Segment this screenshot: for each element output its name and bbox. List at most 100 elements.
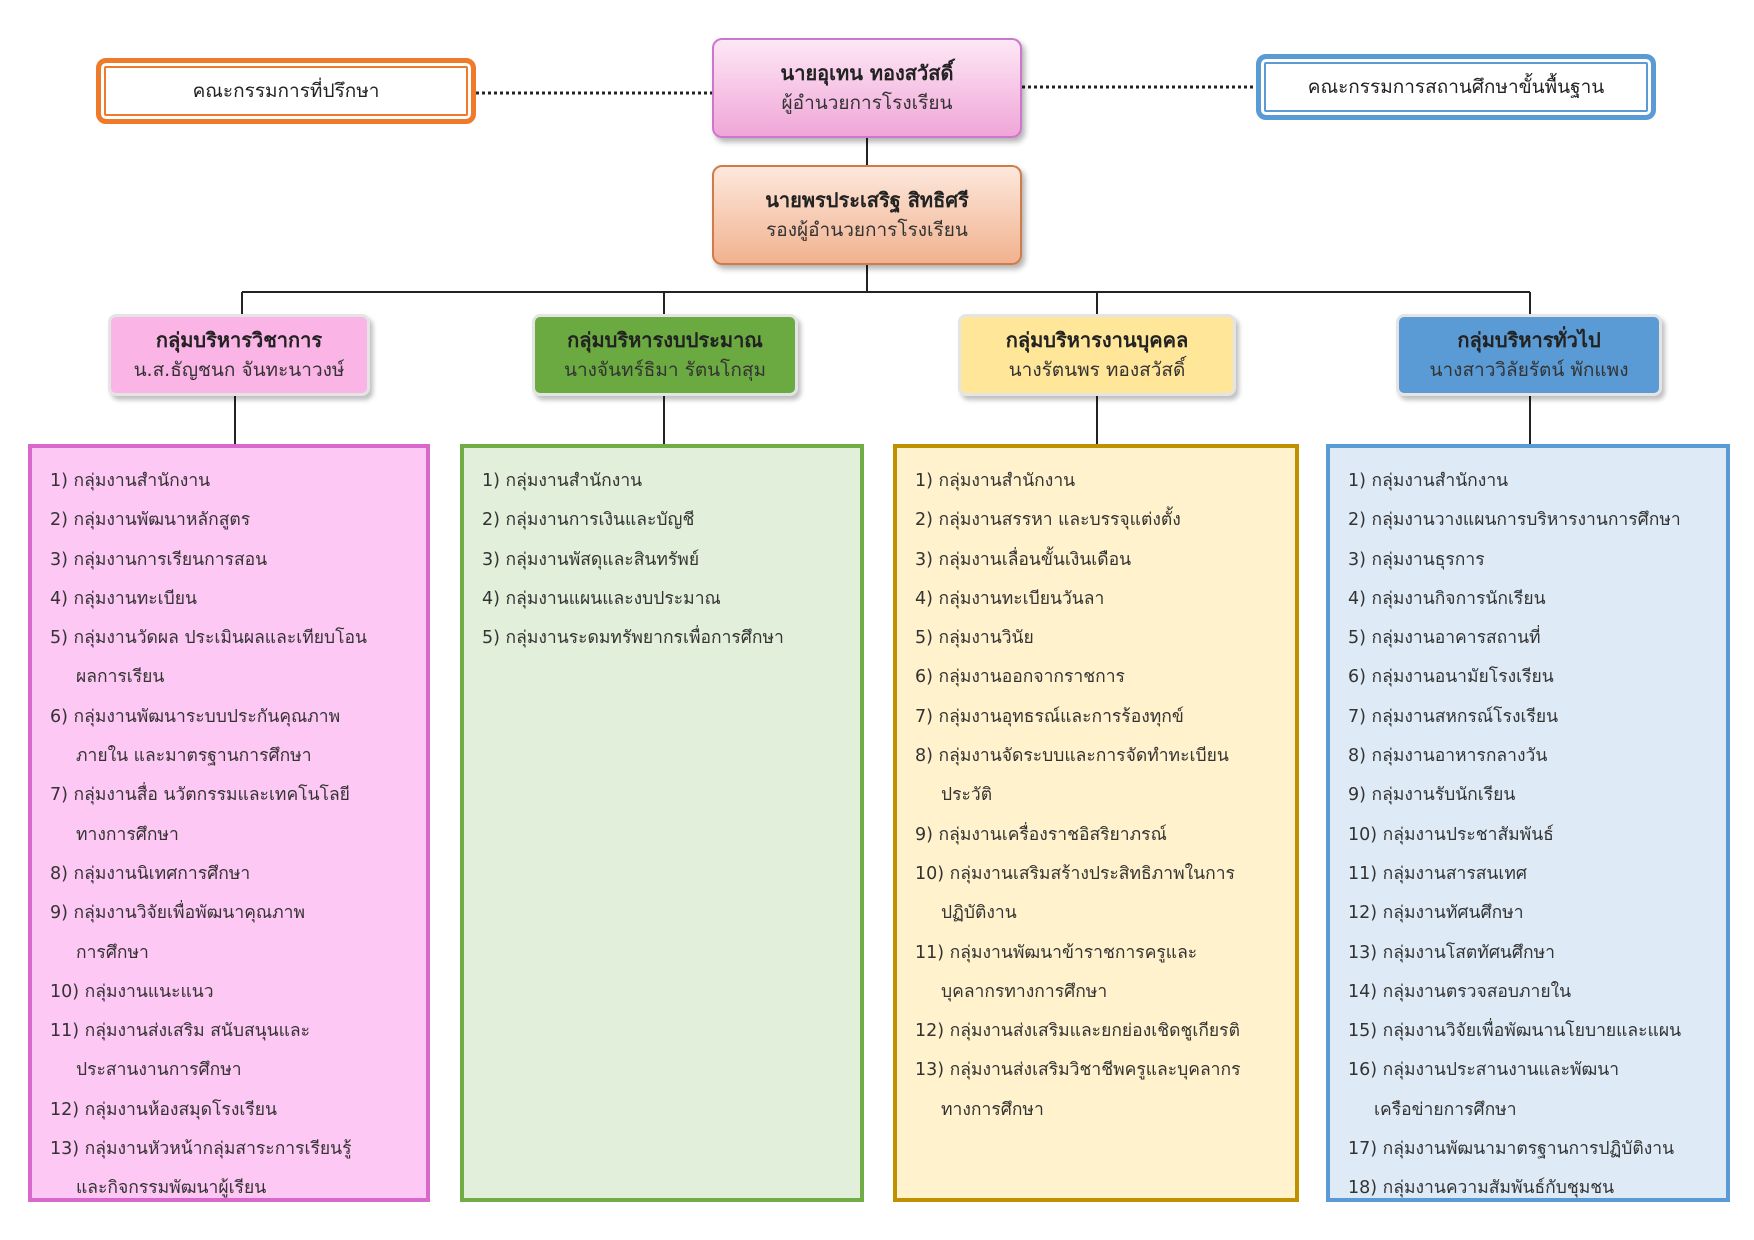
list-item: 18) กลุ่มงานความสัมพันธ์กับชุมชน (1348, 1169, 1714, 1208)
list-item: 1) กลุ่มงานสำนักงาน (482, 462, 848, 501)
school-board-label: คณะกรรมการสถานศึกษาขั้นพื้นฐาน (1307, 76, 1605, 98)
list-item: 8) กลุ่มงานนิเทศการศึกษา (50, 855, 414, 894)
list-item-continuation: เครือข่ายการศึกษา (1374, 1099, 1517, 1120)
list-item: 5) กลุ่มงานวินัย (915, 619, 1283, 658)
list-item: 15) กลุ่มงานวิจัยเพื่อพัฒนานโยบายและแผน (1348, 1012, 1714, 1051)
list-item: 12) กลุ่มงานส่งเสริมและยกย่องเชิดชูเกียร… (915, 1012, 1283, 1051)
list-item: 11) กลุ่มงานสารสนเทศ (1348, 855, 1714, 894)
list-item: 2) กลุ่มงานการเงินและบัญชี (482, 501, 848, 540)
list-item: 2) กลุ่มงานสรรหา และบรรจุแต่งตั้ง (915, 501, 1283, 540)
list-item-text: 5) กลุ่มงานระดมทรัพยากรเพื่อการศึกษา (482, 628, 784, 649)
group-head: นางรัตนพร ทองสวัสดิ์ (1008, 359, 1186, 381)
list-item-text: 13) กลุ่มงานหัวหน้ากลุ่มสาระการเรียนรู้ (50, 1139, 352, 1160)
list-item-text: 4) กลุ่มงานแผนและงบประมาณ (482, 588, 721, 609)
list-item: 3) กลุ่มงานเลื่อนขั้นเงินเดือน (915, 541, 1283, 580)
list-item: 16) กลุ่มงานประสานงานและพัฒนาเครือข่ายกา… (1348, 1051, 1714, 1130)
list-item: 17) กลุ่มงานพัฒนามาตรฐานการปฏิบัติงาน (1348, 1130, 1714, 1169)
group-list-personnel: 1) กลุ่มงานสำนักงาน 2) กลุ่มงานสรรหา และบ… (893, 444, 1299, 1202)
list-item-continuation: ผลการเรียน (76, 667, 165, 688)
list-item-text: 1) กลุ่มงานสำนักงาน (50, 471, 211, 491)
list-item-text: 9) กลุ่มงานเครื่องราชอิสริยาภรณ์ (915, 824, 1167, 845)
list-item: 4) กลุ่มงานแผนและงบประมาณ (482, 580, 848, 619)
director-title: ผู้อำนวยการโรงเรียน (781, 92, 953, 114)
list-item-text: 3) กลุ่มงานเลื่อนขั้นเงินเดือน (915, 549, 1132, 570)
list-item-continuation: ภายใน และมาตรฐานการศึกษา (76, 746, 312, 767)
list-item-continuation: บุคลากรทางการศึกษา (941, 981, 1108, 1002)
list-item: 1) กลุ่มงานสำนักงาน (915, 462, 1283, 501)
list-item: 6) กลุ่มงานอนามัยโรงเรียน (1348, 658, 1714, 697)
list-item-text: 4) กลุ่มงานทะเบียน (50, 588, 197, 609)
group-list-budget: 1) กลุ่มงานสำนักงาน 2) กลุ่มงานการเงินและ… (460, 444, 864, 1202)
list-item: 11) กลุ่มงานส่งเสริม สนับสนุนและประสานงา… (50, 1012, 414, 1091)
list-item-text: 6) กลุ่มงานอนามัยโรงเรียน (1348, 667, 1554, 688)
list-item-continuation: ทางการศึกษา (941, 1099, 1044, 1120)
list-item-text: 7) กลุ่มงานอุทธรณ์และการร้องทุกข์ (915, 706, 1184, 727)
list-item: 6) กลุ่มงานพัฒนาระบบประกันคุณภาพภายใน แล… (50, 698, 414, 777)
deputy-name: นายพรประเสริฐ สิทธิศรี (765, 188, 969, 212)
list-item: 12) กลุ่มงานห้องสมุดโรงเรียน (50, 1091, 414, 1130)
list-item-text: 5) กลุ่มงานวินัย (915, 628, 1034, 649)
list-item-text: 5) กลุ่มงานวัดผล ประเมินผลและเทียบโอน (50, 628, 367, 649)
school-board-box: คณะกรรมการสถานศึกษาขั้นพื้นฐาน (1256, 54, 1656, 120)
group-header-general: กลุ่มบริหารทั่วไป นางสาววิลัยรัตน์ พักแพ… (1396, 314, 1662, 396)
list-item: 3) กลุ่มงานธุรการ (1348, 541, 1714, 580)
list-item-text: 6) กลุ่มงานพัฒนาระบบประกันคุณภาพ (50, 706, 341, 727)
list-item: 9) กลุ่มงานเครื่องราชอิสริยาภรณ์ (915, 816, 1283, 855)
deputy-title: รองผู้อำนวยการโรงเรียน (766, 219, 968, 241)
list-item-text: 2) กลุ่มงานวางแผนการบริหารงานการศึกษา (1348, 510, 1681, 531)
list-item-text: 8) กลุ่มงานนิเทศการศึกษา (50, 863, 251, 884)
list-item: 6) กลุ่มงานออกจากราชการ (915, 658, 1283, 697)
list-item-text: 6) กลุ่มงานออกจากราชการ (915, 667, 1125, 688)
list-item: 2) กลุ่มงานพัฒนาหลักสูตร (50, 501, 414, 540)
group-header-academic: กลุ่มบริหารวิชาการ น.ส.ธัญชนก จันทะนาวงษ… (108, 314, 370, 396)
list-item: 5) กลุ่มงานอาคารสถานที่ (1348, 619, 1714, 658)
list-item-text: 10) กลุ่มงานประชาสัมพันธ์ (1348, 824, 1554, 845)
list-item-text: 11) กลุ่มงานส่งเสริม สนับสนุนและ (50, 1021, 310, 1042)
list-item: 10) กลุ่มงานเสริมสร้างประสิทธิภาพในการปฏ… (915, 855, 1283, 934)
group-head: น.ส.ธัญชนก จันทะนาวงษ์ (133, 359, 345, 381)
list-item-text: 1) กลุ่มงานสำนักงาน (1348, 471, 1509, 491)
group-title: กลุ่มบริหารงานบุคคล (1005, 328, 1189, 352)
list-item: 13) กลุ่มงานโสตทัศนศึกษา (1348, 934, 1714, 973)
list-item: 12) กลุ่มงานทัศนศึกษา (1348, 894, 1714, 933)
list-item-text: 17) กลุ่มงานพัฒนามาตรฐานการปฏิบัติงาน (1348, 1139, 1675, 1160)
list-item-continuation: ประวัติ (941, 785, 993, 806)
list-item-text: 18) กลุ่มงานความสัมพันธ์กับชุมชน (1348, 1178, 1615, 1199)
list-item: 2) กลุ่มงานวางแผนการบริหารงานการศึกษา (1348, 501, 1714, 540)
list-item-text: 2) กลุ่มงานพัฒนาหลักสูตร (50, 510, 251, 531)
list-item: 7) กลุ่มงานอุทธรณ์และการร้องทุกข์ (915, 698, 1283, 737)
group-title: กลุ่มบริหารทั่วไป (1457, 328, 1601, 352)
list-item: 8) กลุ่มงานอาหารกลางวัน (1348, 737, 1714, 776)
list-item-text: 7) กลุ่มงานสื่อ นวัตกรรมและเทคโนโลยี (50, 785, 350, 806)
list-item-continuation: การศึกษา (76, 942, 149, 963)
list-item-text: 4) กลุ่มงานทะเบียนวันลา (915, 588, 1105, 609)
list-item: 3) กลุ่มงานการเรียนการสอน (50, 541, 414, 580)
list-item-continuation: ประสานงานการศึกษา (76, 1060, 242, 1081)
list-item: 3) กลุ่มงานพัสดุและสินทรัพย์ (482, 541, 848, 580)
list-item: 10) กลุ่มงานแนะแนว (50, 973, 414, 1012)
list-item: 1) กลุ่มงานสำนักงาน (1348, 462, 1714, 501)
list-item: 9) กลุ่มงานรับนักเรียน (1348, 776, 1714, 815)
list-item-text: 5) กลุ่มงานอาคารสถานที่ (1348, 628, 1541, 649)
list-item-text: 1) กลุ่มงานสำนักงาน (482, 471, 643, 491)
group-title: กลุ่มบริหารวิชาการ (155, 328, 323, 352)
list-item-text: 12) กลุ่มงานทัศนศึกษา (1348, 903, 1524, 924)
group-title: กลุ่มบริหารงบประมาณ (567, 328, 763, 352)
list-item-text: 7) กลุ่มงานสหกรณ์โรงเรียน (1348, 706, 1559, 727)
list-item-text: 3) กลุ่มงานพัสดุและสินทรัพย์ (482, 549, 700, 570)
list-item: 7) กลุ่มงานสื่อ นวัตกรรมและเทคโนโลยีทางก… (50, 776, 414, 855)
list-item-text: 9) กลุ่มงานวิจัยเพื่อพัฒนาคุณภาพ (50, 903, 306, 924)
list-item-text: 4) กลุ่มงานกิจการนักเรียน (1348, 588, 1546, 609)
list-item: 5) กลุ่มงานวัดผล ประเมินผลและเทียบโอนผลก… (50, 619, 414, 698)
list-item: 13) กลุ่มงานส่งเสริมวิชาชีพครูและบุคลากร… (915, 1051, 1283, 1130)
director-box: นายอุเทน ทองสวัสดิ์ ผู้อำนวยการโรงเรียน (712, 38, 1022, 138)
list-item-text: 1) กลุ่มงานสำนักงาน (915, 471, 1076, 491)
list-item-text: 8) กลุ่มงานอาหารกลางวัน (1348, 746, 1548, 767)
list-item-text: 2) กลุ่มงานสรรหา และบรรจุแต่งตั้ง (915, 510, 1181, 531)
list-item: 4) กลุ่มงานกิจการนักเรียน (1348, 580, 1714, 619)
list-item: 4) กลุ่มงานทะเบียนวันลา (915, 580, 1283, 619)
director-name: นายอุเทน ทองสวัสดิ์ (780, 61, 954, 85)
list-item-text: 15) กลุ่มงานวิจัยเพื่อพัฒนานโยบายและแผน (1348, 1021, 1682, 1042)
list-item: 1) กลุ่มงานสำนักงาน (50, 462, 414, 501)
